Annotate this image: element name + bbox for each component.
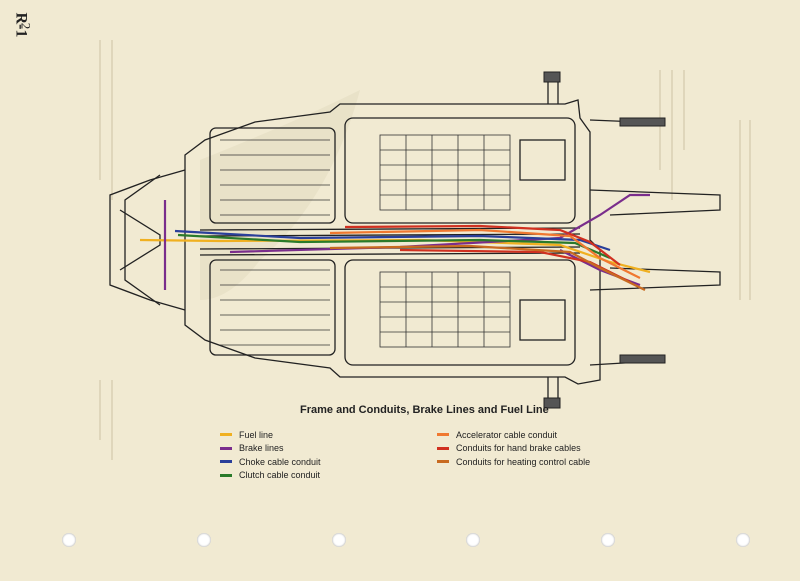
heating-control-conduit <box>329 244 646 291</box>
floor-ribs <box>220 139 330 346</box>
torsion-arms <box>543 71 666 409</box>
legend-swatch <box>220 446 232 450</box>
seat-grid <box>379 134 511 348</box>
legend-swatch <box>437 460 449 464</box>
legend-swatch <box>220 433 232 437</box>
legend-item-accelerator-cable: Accelerator cable conduit <box>437 428 590 442</box>
legend-item-fuel-line: Fuel line <box>220 428 321 442</box>
legend-swatch <box>220 460 232 464</box>
legend-item-clutch-cable: Clutch cable conduit <box>220 469 321 483</box>
conduits <box>139 193 651 291</box>
punch-hole <box>62 533 76 547</box>
punch-hole <box>332 533 346 547</box>
accelerator-cable-conduit <box>329 228 641 279</box>
punch-hole <box>466 533 480 547</box>
legend-label: Fuel line <box>239 429 274 440</box>
diagram-title: Frame and Conduits, Brake Lines and Fuel… <box>300 404 549 416</box>
bleed-through-shape <box>200 90 360 300</box>
legend-item-brake-lines: Brake lines <box>220 442 321 456</box>
punch-hole <box>736 533 750 547</box>
legend-item-choke-cable: Choke cable conduit <box>220 455 321 469</box>
punch-hole <box>197 533 211 547</box>
bleed-through-text <box>99 40 751 460</box>
legend-label: Accelerator cable conduit <box>456 429 558 440</box>
legend-label: Clutch cable conduit <box>239 470 321 481</box>
legend-label: Choke cable conduit <box>239 456 321 467</box>
legend-left: Fuel line Brake lines Choke cable condui… <box>220 428 321 482</box>
legend-swatch <box>437 446 449 450</box>
legend-label: Conduits for heating control cable <box>456 456 591 467</box>
legend-label: Conduits for hand brake cables <box>456 443 581 454</box>
legend-item-hand-brake-conduits: Conduits for hand brake cables <box>437 442 590 456</box>
punch-hole <box>601 533 615 547</box>
legend-swatch <box>220 473 232 477</box>
legend-swatch <box>437 433 449 437</box>
legend-label: Brake lines <box>239 443 284 454</box>
legend-right: Accelerator cable conduit Conduits for h… <box>437 428 590 469</box>
legend-item-heating-control: Conduits for heating control cable <box>437 455 590 469</box>
